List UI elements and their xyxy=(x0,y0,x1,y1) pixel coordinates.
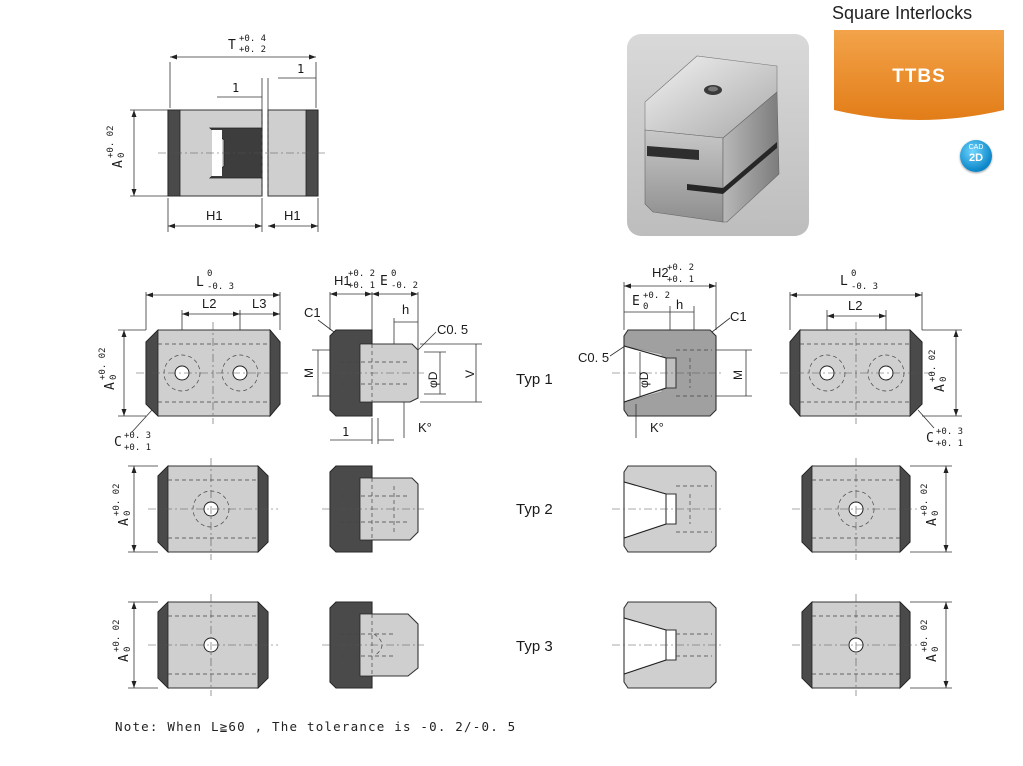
dim-C1-right: C1 xyxy=(730,309,747,324)
typ1-left-side-view: H1 +0. 2 +0. 1 E 0 -0. 2 h C1 C0. 5 M φD xyxy=(302,269,482,444)
dim-C-right-tol-lower: +0. 1 xyxy=(936,439,963,449)
row-label-typ2: Typ 2 xyxy=(516,501,553,518)
dim-M-left: M xyxy=(302,368,316,378)
dim-one-side: 1 xyxy=(342,425,349,439)
dim-H2-tol-lower: +0. 1 xyxy=(667,275,694,285)
typ3-left-plan: A +0. 02 0 xyxy=(112,594,278,696)
dim-A-typ3-left-tol-upper: +0. 02 xyxy=(112,619,122,652)
series-code: TTBS xyxy=(892,66,946,87)
dim-L-right: L xyxy=(840,274,848,289)
dim-H1-left: H1 xyxy=(206,208,223,223)
cad-label: CAD xyxy=(968,144,984,151)
dim-C-left-tol-lower: +0. 1 xyxy=(124,443,151,453)
dim-M-right: M xyxy=(731,370,745,380)
dim-one-right: 1 xyxy=(297,62,304,76)
dim-T-tol-lower: +0. 2 xyxy=(239,45,266,55)
typ2-left-side-view xyxy=(322,465,424,553)
cad-2d-icon[interactable]: CAD 2D xyxy=(960,140,992,172)
dim-C-left: C xyxy=(114,435,122,450)
dim-T-tol-upper: +0. 4 xyxy=(239,34,266,44)
typ3-right-plan: A +0. 02 0 xyxy=(792,594,952,696)
dim-T: T xyxy=(228,38,236,53)
page-title: Square Interlocks xyxy=(832,3,973,23)
dim-A-typ2-left: A xyxy=(117,518,132,526)
typ3-left-side-view xyxy=(322,601,424,689)
dim-A-typ2-right-tol-upper: +0. 02 xyxy=(920,483,930,516)
dim-D-right: φD xyxy=(637,371,651,388)
dim-H1-side-tol-upper: +0. 2 xyxy=(348,269,375,279)
dim-A-typ2-left-tol-lower: 0 xyxy=(123,511,133,516)
typ2-right-plan: A +0. 02 0 xyxy=(792,458,952,560)
dim-L-right-tol-upper: 0 xyxy=(851,269,856,279)
typ2-right-side-view xyxy=(612,465,724,553)
dim-A-typ3-right: A xyxy=(925,654,940,662)
dim-C1-left: C1 xyxy=(304,305,321,320)
dim-one-left: 1 xyxy=(232,81,239,95)
dim-A-left: A xyxy=(103,382,118,390)
top-view-drawing: T +0. 4 +0. 2 1 1 A +0. 02 0 H1 xyxy=(106,34,325,232)
dim-A-right-tol-upper: +0. 02 xyxy=(928,349,938,382)
dim-L2-right: L2 xyxy=(848,298,862,313)
dim-E-right-tol-lower: 0 xyxy=(643,302,648,312)
dim-A-right-tol-lower: 0 xyxy=(939,377,949,382)
dim-L-left-tol-lower: -0. 3 xyxy=(207,282,234,292)
dim-A-typ2-left-tol-upper: +0. 02 xyxy=(112,483,122,516)
dim-h-side: h xyxy=(402,302,409,317)
dim-A-right: A xyxy=(933,384,948,392)
dim-A-typ2-right: A xyxy=(925,518,940,526)
dim-E-side-tol-lower: -0. 2 xyxy=(391,281,418,291)
dim-A-typ3-right-tol-lower: 0 xyxy=(931,647,941,652)
dim-E-side-tol-upper: 0 xyxy=(391,269,396,279)
dim-L-right-tol-lower: -0. 3 xyxy=(851,282,878,292)
series-badge: TTBS xyxy=(834,30,1004,122)
dim-A-top-tol-upper: +0. 02 xyxy=(106,125,116,158)
dim-C05-left: C0. 5 xyxy=(437,322,468,337)
typ1-left-plan: L 0 -0. 3 L2 L3 A +0. 02 0 C +0. 3 xyxy=(98,269,290,453)
interlock-product-photo xyxy=(627,34,809,236)
dim-H1-side: H1 xyxy=(334,273,351,288)
dim-H2-tol-upper: +0. 2 xyxy=(667,263,694,273)
dim-K-right: K° xyxy=(650,420,664,435)
cad-2d-label: 2D xyxy=(968,152,984,164)
dim-A-top-tol-lower: 0 xyxy=(117,153,127,158)
dim-C-right: C xyxy=(926,431,934,446)
dim-V-left: V xyxy=(463,370,477,378)
dim-C-left-tol-upper: +0. 3 xyxy=(124,431,151,441)
row-label-typ1: Typ 1 xyxy=(516,371,553,388)
dim-L3-left: L3 xyxy=(252,296,266,311)
dim-L-left-tol-upper: 0 xyxy=(207,269,212,279)
typ2-left-plan: A +0. 02 0 xyxy=(112,458,278,560)
tolerance-note: Note: When L≧60 , The tolerance is -0. 2… xyxy=(115,719,517,734)
dim-H1-side-tol-lower: +0. 1 xyxy=(348,281,375,291)
dim-A-left-tol-lower: 0 xyxy=(109,375,119,380)
dim-K-left: K° xyxy=(418,420,432,435)
typ1-right-plan: L 0 -0. 3 L2 A +0. 02 0 C +0. xyxy=(780,269,963,449)
dim-A-typ3-left-tol-lower: 0 xyxy=(123,647,133,652)
dim-A-typ3-right-tol-upper: +0. 02 xyxy=(920,619,930,652)
typ1-right-side-view: H2 +0. 2 +0. 1 E +0. 2 0 h C1 C0. 5 M φD… xyxy=(578,263,752,438)
dim-A-typ3-left: A xyxy=(117,654,132,662)
dim-h-right: h xyxy=(676,297,683,312)
dim-D-left: φD xyxy=(426,371,440,388)
dim-A-top: A xyxy=(111,160,126,168)
dim-C05-right: C0. 5 xyxy=(578,350,609,365)
dim-H1-right: H1 xyxy=(284,208,301,223)
dim-C-right-tol-upper: +0. 3 xyxy=(936,427,963,437)
typ3-right-side-view xyxy=(612,601,724,689)
dim-E-right-tol-upper: +0. 2 xyxy=(643,291,670,301)
row-label-typ3: Typ 3 xyxy=(516,638,553,655)
dim-E-right: E xyxy=(632,294,640,309)
dim-L-left: L xyxy=(196,275,204,290)
dim-L2-left: L2 xyxy=(202,296,216,311)
dim-A-left-tol-upper: +0. 02 xyxy=(98,347,108,380)
dim-E-side: E xyxy=(380,274,388,289)
dim-A-typ2-right-tol-lower: 0 xyxy=(931,511,941,516)
dim-H2: H2 xyxy=(652,265,669,280)
